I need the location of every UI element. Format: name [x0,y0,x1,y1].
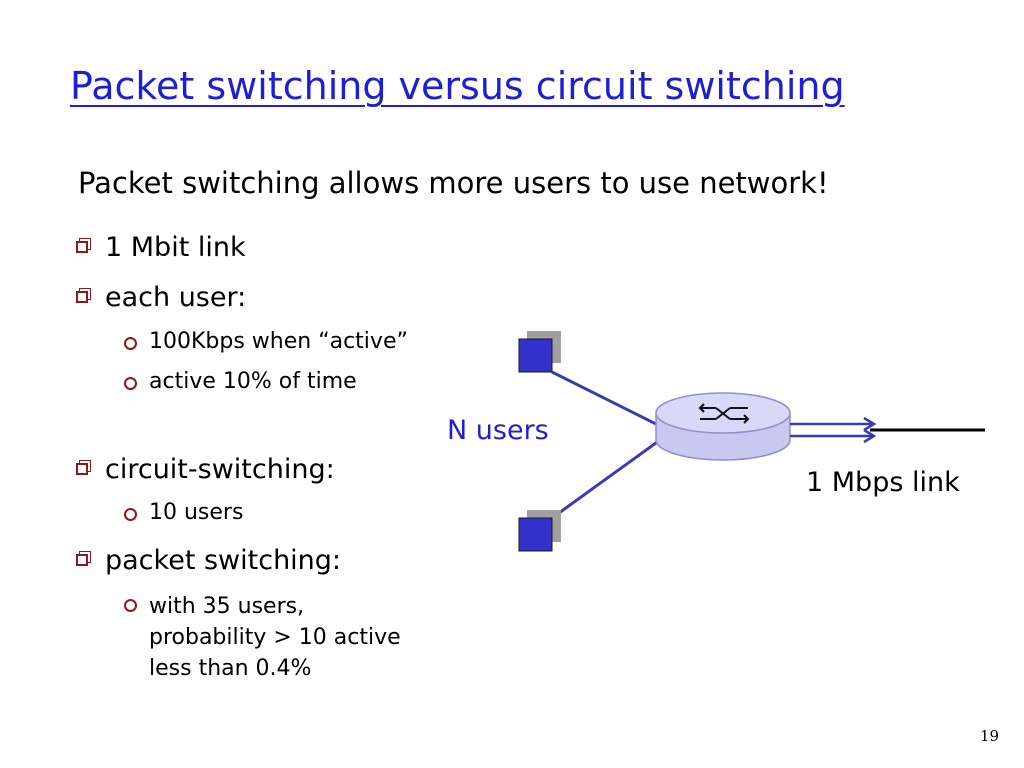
sub-bullet-line: less than 0.4% [149,656,312,681]
sub-bullet-item: with 35 users, probability > 10 active l… [124,591,401,684]
square-bullet-icon [76,554,88,566]
bullet-text: circuit-switching: [105,454,335,485]
bullet-item: 1 Mbit link [76,232,246,263]
sub-bullet-line: with 35 users, [149,594,305,619]
slide-subtitle: Packet switching allows more users to us… [78,166,829,200]
bullet-item: packet switching: [76,545,341,576]
bullet-text: 1 Mbit link [105,232,246,263]
sub-bullet-item: 100Kbps when “active” [124,329,408,354]
sub-bullet-item: 10 users [124,500,243,525]
circle-bullet-icon [124,508,137,521]
slide-number: 19 [980,727,1000,745]
link-label: 1 Mbps link [806,467,960,498]
bullet-item: circuit-switching: [76,454,335,485]
sub-bullet-text: 100Kbps when “active” [149,329,408,354]
bullet-text: each user: [105,282,247,313]
bullet-item: each user: [76,282,246,313]
users-label: N users [447,415,549,446]
host-icon [518,510,561,552]
circle-bullet-icon [124,599,137,612]
sub-bullet-text: 10 users [149,500,244,525]
circle-bullet-icon [124,337,137,350]
square-bullet-icon [76,463,88,475]
router-icon [655,392,791,461]
sub-bullet-line: probability > 10 active [149,625,401,650]
sub-bullet-text-block: with 35 users, probability > 10 active l… [149,591,401,684]
host-link-line [551,370,661,428]
square-bullet-icon [76,291,88,303]
switch-symbol-icon [698,403,750,424]
bullet-text: packet switching: [105,545,342,576]
sub-bullet-item: active 10% of time [124,369,357,394]
slide-title: Packet switching versus circuit switchin… [70,64,845,108]
square-bullet-icon [76,241,88,253]
host-icon [518,331,561,373]
sub-bullet-text: active 10% of time [149,369,357,394]
host-link-line [551,438,661,520]
circle-bullet-icon [124,377,137,390]
arrow-right-icon [790,416,877,444]
